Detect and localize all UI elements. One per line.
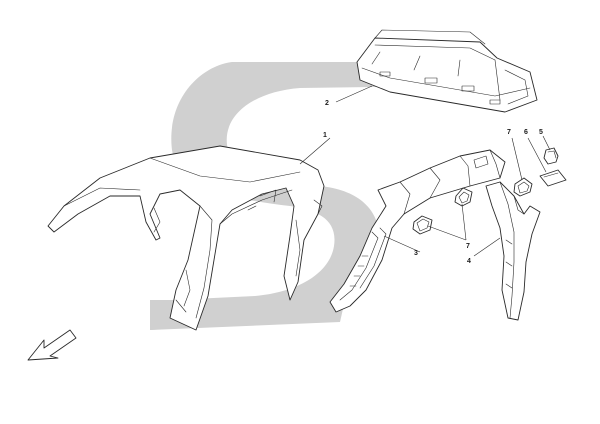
callout-3: 3 <box>414 250 418 257</box>
callout-5: 5 <box>539 129 543 136</box>
rear-cross-member-part <box>356 29 538 113</box>
grommet-parts-7 <box>412 177 533 235</box>
pillar-reinforcement-part <box>329 149 506 313</box>
callout-7-upper: 7 <box>507 129 511 136</box>
callout-7-lower: 7 <box>466 243 470 250</box>
leader-lines <box>299 85 551 257</box>
callout-1: 1 <box>323 132 327 139</box>
plug-part-5 <box>543 147 559 165</box>
callout-2: 2 <box>325 100 329 107</box>
roof-frame-part <box>47 145 325 331</box>
callout-6: 6 <box>524 129 528 136</box>
callout-labels: 1 2 3 4 5 6 7 7 <box>323 100 543 265</box>
front-direction-arrow-icon <box>27 329 77 361</box>
callout-4: 4 <box>467 258 471 265</box>
pad-part-6 <box>539 169 567 187</box>
b-pillar-reinforcement-part <box>485 181 541 321</box>
